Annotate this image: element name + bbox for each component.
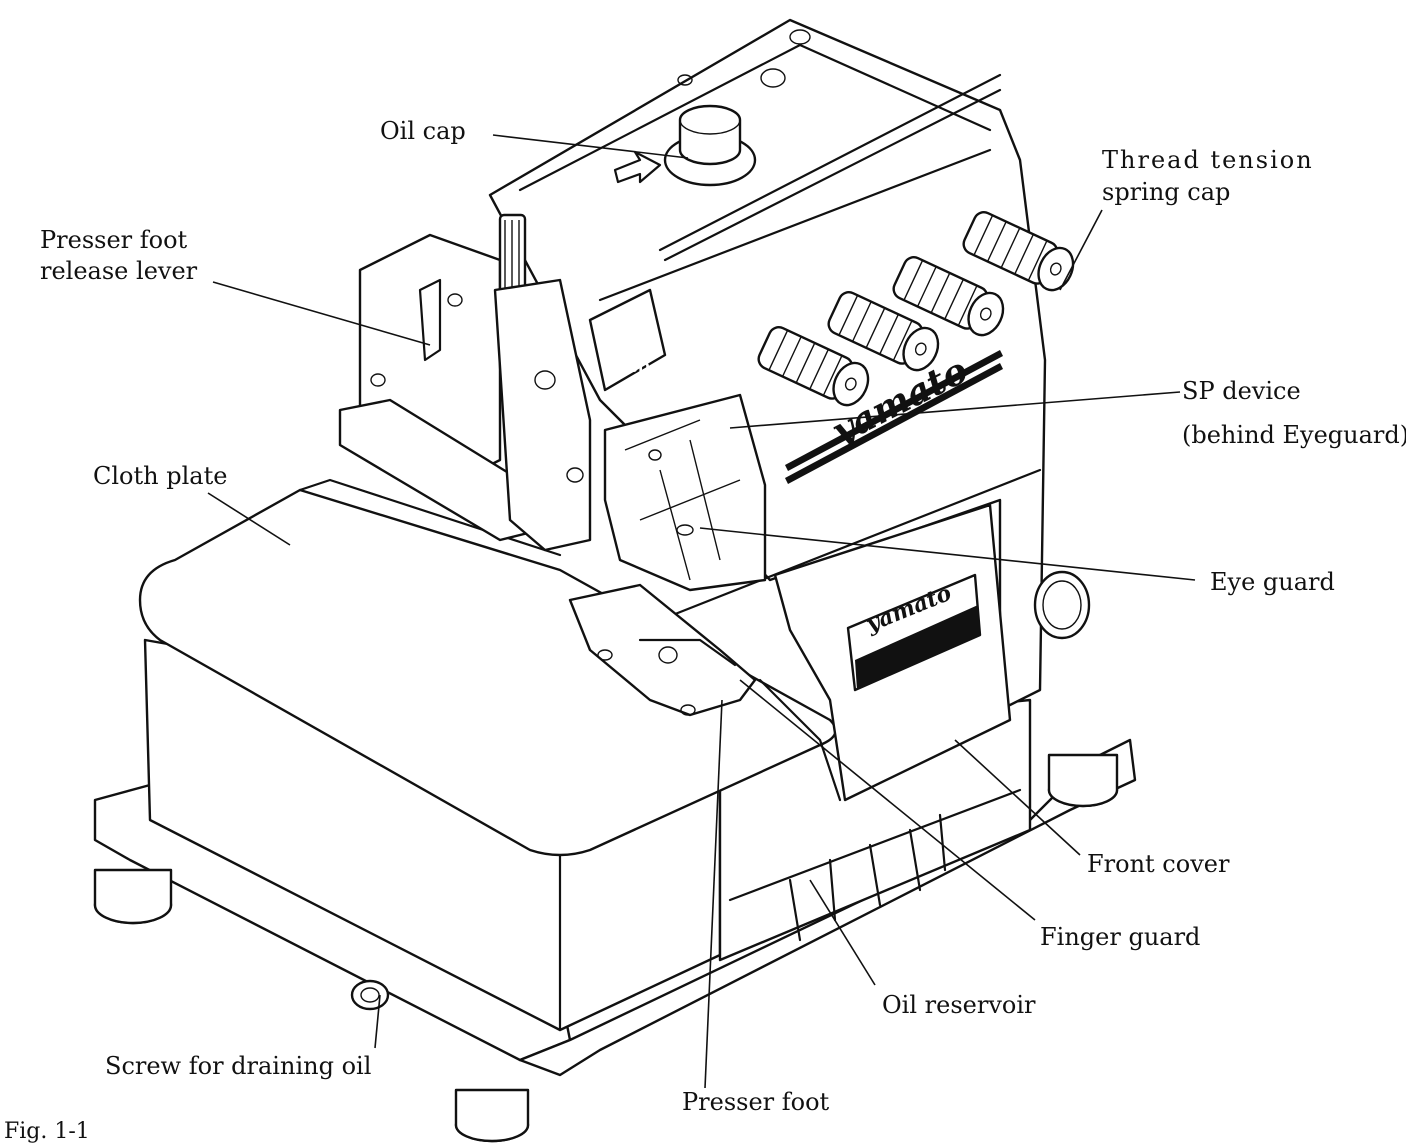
oil-cap (613, 104, 757, 187)
front-cover: yamato (773, 503, 1012, 802)
eye-guard (603, 393, 767, 592)
label-front-cover: Front cover (1087, 850, 1230, 878)
label-screw-draining: Screw for draining oil (105, 1052, 372, 1080)
label-oil-reservoir: Oil reservoir (882, 991, 1036, 1019)
presser-bar (493, 213, 592, 552)
presser-foot (568, 583, 757, 717)
label-sp-device-line2: (behind Eyeguard) (1182, 421, 1406, 449)
presser-foot-release-lever (338, 233, 542, 542)
label-oil-cap: Oil cap (380, 117, 466, 145)
figure-caption: Fig. 1-1 (4, 1119, 90, 1144)
label-cloth-plate: Cloth plate (93, 462, 228, 490)
badge-letter: Z (602, 333, 630, 377)
label-eye-guard: Eye guard (1210, 568, 1335, 596)
label-presser-release-line1: Presser foot (40, 226, 188, 254)
label-presser-release-line2: release lever (40, 257, 198, 285)
label-presser-foot: Presser foot (682, 1088, 830, 1116)
thread-tension-knobs (757, 211, 1075, 407)
zsd-badge: Z SD (588, 288, 667, 392)
label-thread-tension-line2: spring cap (1102, 178, 1231, 206)
leader-lines (207, 134, 1196, 1089)
finger-guard (758, 678, 842, 802)
label-sp-device-line1: SP device (1182, 377, 1301, 405)
label-finger-guard: Finger guard (1040, 923, 1201, 951)
side-logo (1033, 570, 1091, 640)
badge-sub: SD (628, 360, 650, 376)
label-thread-tension-line1: Thread tension (1102, 146, 1314, 174)
